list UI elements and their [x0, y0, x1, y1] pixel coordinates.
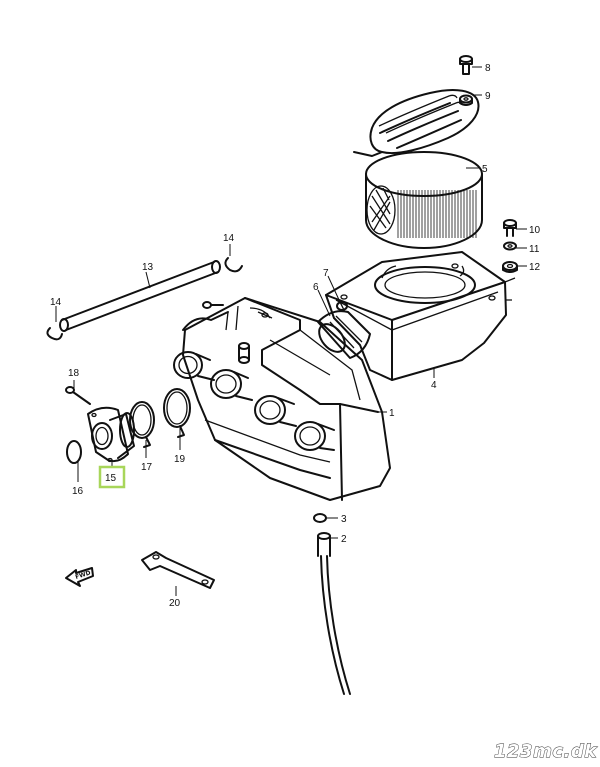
part-1-air-box[interactable]: [173, 297, 391, 501]
part-20-strap[interactable]: [141, 551, 215, 589]
part-15-intake-flange[interactable]: [87, 406, 135, 463]
part-8-bolt[interactable]: [459, 55, 473, 75]
callout-17[interactable]: 17: [141, 462, 153, 473]
part-6-connector-clamp[interactable]: [314, 310, 371, 359]
callout-3[interactable]: 3: [341, 514, 347, 525]
part-3-clip[interactable]: [313, 513, 327, 523]
callout-18[interactable]: 18: [68, 368, 80, 379]
screw[interactable]: [202, 301, 224, 309]
callout-16[interactable]: 16: [72, 486, 84, 497]
fwd-arrow-icon: FWD: [65, 567, 94, 587]
callout-11[interactable]: 11: [529, 244, 540, 255]
callout-4[interactable]: 4: [431, 380, 437, 391]
callout-19[interactable]: 19: [174, 454, 186, 465]
intake-boots: [173, 351, 335, 451]
leader-lines: [55, 66, 527, 596]
callout-13[interactable]: 13: [142, 262, 154, 273]
part-19-clamp[interactable]: [163, 388, 191, 438]
part-2-drain-hose[interactable]: [317, 532, 351, 695]
callout-14-top[interactable]: 14: [223, 233, 235, 244]
highlight-box: [98, 465, 126, 489]
part-5-filter-element[interactable]: [365, 151, 483, 249]
fwd-label: FWD: [74, 569, 91, 581]
callout-5[interactable]: 5: [482, 164, 488, 175]
air-cleaner-cover[interactable]: [353, 89, 480, 157]
part-12-grommet[interactable]: [502, 261, 518, 273]
callout-9[interactable]: 9: [485, 91, 491, 102]
part-13-tube[interactable]: [59, 260, 221, 332]
callout-15[interactable]: 15: [105, 473, 117, 484]
filter-pleats: [397, 190, 477, 238]
callout-14-left[interactable]: 14: [50, 297, 62, 308]
callout-6[interactable]: 6: [313, 282, 319, 293]
callout-7[interactable]: 7: [323, 268, 329, 279]
part-14-clip-left[interactable]: [46, 327, 63, 341]
part-10-bolt[interactable]: [503, 219, 517, 237]
part-7-clamp-screw[interactable]: [336, 301, 348, 311]
callout-20[interactable]: 20: [169, 598, 181, 609]
part-16-o-ring[interactable]: [66, 440, 82, 464]
callouts: 8 9 5 10 11 12 14 13 7 6 14 4 18 1 17 19…: [50, 63, 541, 609]
part-14-clip-top[interactable]: [224, 257, 243, 273]
part-4-filter-case[interactable]: [325, 251, 516, 381]
callout-12[interactable]: 12: [529, 262, 541, 273]
callout-10[interactable]: 10: [529, 225, 541, 236]
callout-2[interactable]: 2: [341, 534, 347, 545]
callout-8[interactable]: 8: [485, 63, 491, 74]
part-11-washer[interactable]: [503, 241, 517, 251]
callout-1[interactable]: 1: [389, 408, 395, 419]
watermark: 123mc.dk: [494, 741, 597, 762]
part-9-washer[interactable]: [459, 94, 473, 106]
part-18-screw[interactable]: [65, 386, 91, 405]
